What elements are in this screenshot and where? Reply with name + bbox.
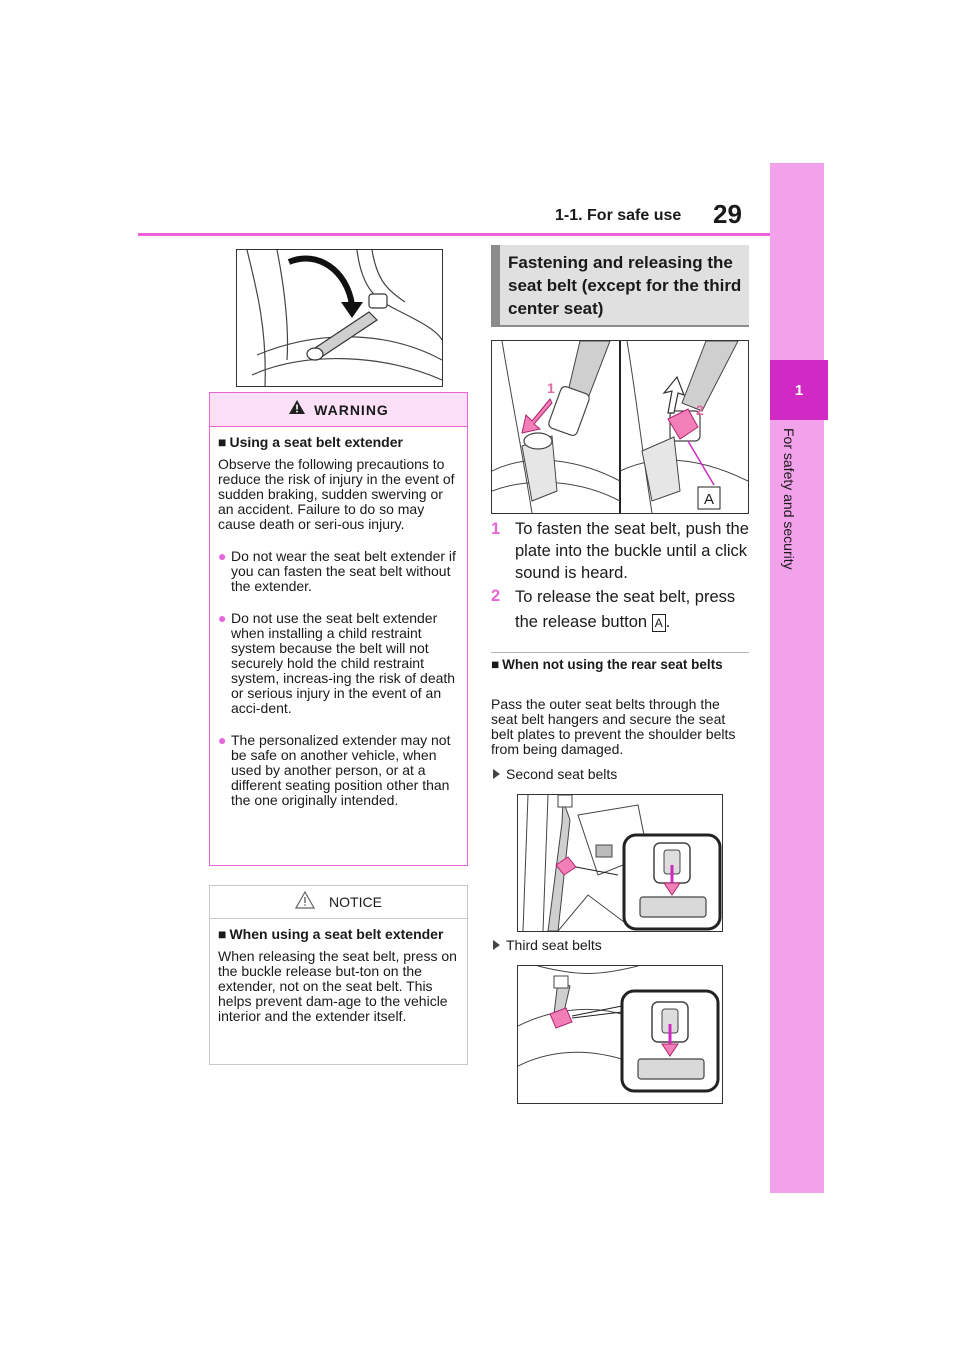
step-1: 1 To fasten the seat belt, push the plat… bbox=[491, 518, 751, 584]
square-bullet-icon: ■ bbox=[218, 926, 227, 942]
third-seat-belts-item: Third seat belts bbox=[493, 937, 602, 953]
notice-subheading: ■ When using a seat belt extender bbox=[218, 926, 444, 942]
step-1-label: 1 bbox=[547, 380, 555, 396]
step-2: 2 To release the seat belt, press the re… bbox=[491, 587, 736, 632]
step-number: 2 bbox=[491, 587, 501, 605]
seat-belt-extender-figure bbox=[236, 249, 443, 387]
header-rule bbox=[138, 233, 770, 236]
warning-bullet: ● Do not use the seat belt extender when… bbox=[218, 610, 456, 716]
section-heading: Fastening and releasing the seat belt (e… bbox=[491, 245, 749, 327]
chapter-title: For safety and security bbox=[781, 428, 797, 570]
notice-box: NOTICE ■ When using a seat belt extender… bbox=[209, 885, 468, 1065]
fasten-release-figure: 1 2 A bbox=[491, 340, 749, 514]
square-bullet-icon: ■ bbox=[491, 657, 500, 672]
step-2-label: 2 bbox=[696, 402, 704, 418]
step-text: To release the seat belt, press the rele… bbox=[515, 588, 736, 631]
divider bbox=[491, 652, 749, 653]
triangle-bullet-icon bbox=[493, 769, 500, 779]
step-text: To fasten the seat belt, push the plate … bbox=[515, 520, 749, 582]
notice-body: When releasing the seat belt, press on t… bbox=[218, 948, 457, 1024]
chapter-number-tab: 1 bbox=[770, 360, 828, 420]
warning-bullet: ● The personalized extender may not be s… bbox=[218, 732, 451, 808]
side-tab-bar bbox=[770, 163, 824, 1193]
section-title: Fastening and releasing the seat belt (e… bbox=[508, 253, 742, 318]
header-section-title: 1-1. For safe use bbox=[555, 207, 682, 224]
page-number: 29 bbox=[713, 199, 742, 229]
square-bullet-icon: ■ bbox=[218, 434, 227, 450]
bullet-dot-icon: ● bbox=[218, 548, 227, 564]
warning-title: WARNING bbox=[314, 401, 389, 418]
bullet-dot-icon: ● bbox=[218, 732, 227, 748]
second-seat-belts-item: Second seat belts bbox=[493, 766, 617, 782]
warning-triangle-icon bbox=[288, 399, 306, 420]
caution-triangle-icon bbox=[295, 890, 316, 914]
bullet-dot-icon: ● bbox=[218, 610, 227, 626]
step-number: 1 bbox=[491, 520, 501, 538]
notice-header: NOTICE bbox=[210, 886, 467, 919]
rear-belts-text: Pass the outer seat belts through the se… bbox=[491, 696, 736, 757]
warning-bullet: ● Do not wear the seat belt extender if … bbox=[218, 548, 456, 594]
notice-title: NOTICE bbox=[329, 894, 382, 910]
rear-belts-subheading: ■ When not using the rear seat belts bbox=[491, 657, 723, 672]
second-seat-belts-figure bbox=[517, 794, 723, 932]
warning-box: WARNING ■ Using a seat belt extender Obs… bbox=[209, 392, 468, 866]
warning-header: WARNING bbox=[210, 393, 467, 427]
release-button-icon: A bbox=[651, 613, 666, 632]
triangle-bullet-icon bbox=[493, 940, 500, 950]
release-button-callout: A bbox=[704, 491, 714, 508]
warning-intro: Observe the following precautions to red… bbox=[218, 456, 455, 532]
warning-subheading: ■ Using a seat belt extender bbox=[218, 434, 403, 450]
chapter-number: 1 bbox=[794, 381, 804, 399]
third-seat-belts-figure bbox=[517, 965, 723, 1104]
